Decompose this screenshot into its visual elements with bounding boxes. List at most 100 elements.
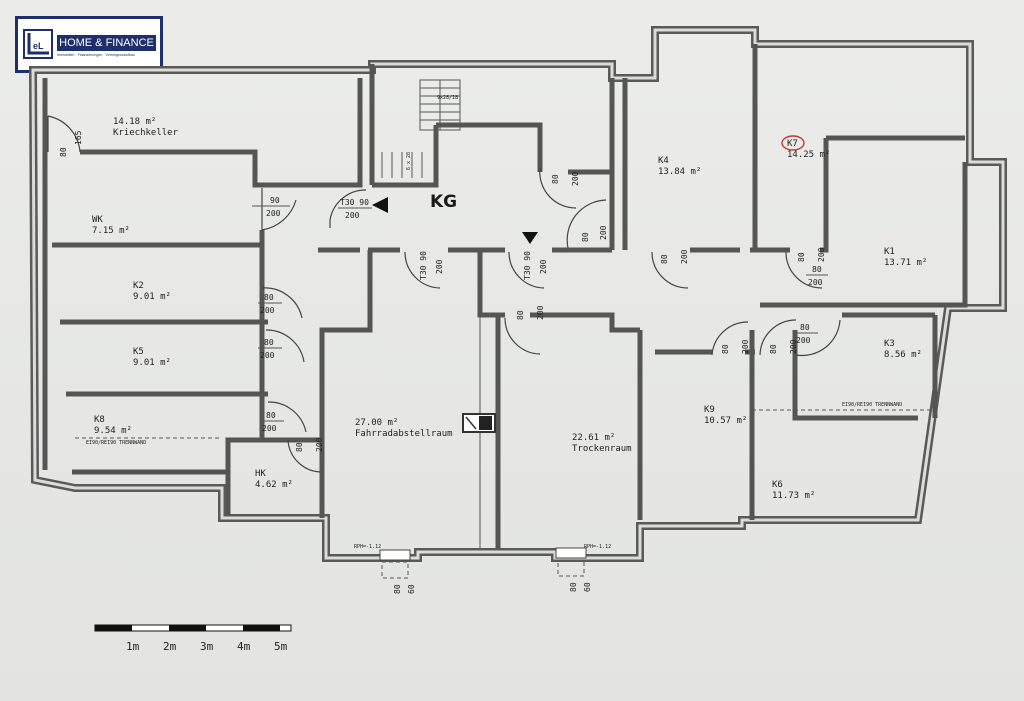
door-label-200-k6: 200 xyxy=(789,339,798,354)
door-label-200-c: 200 xyxy=(539,259,548,274)
room-name-fahrrad: Fahrradabstellraum xyxy=(355,429,453,439)
door-label-200-k7: 200 xyxy=(817,247,826,262)
room-name-wk: WK xyxy=(92,215,103,225)
door-label-80-hk: 80 xyxy=(295,442,304,452)
jel-logo-mark: eL xyxy=(23,29,53,59)
windows xyxy=(379,547,587,579)
room-area-k7: 14.25 m² xyxy=(787,150,830,160)
door-label-80-k3: 80 xyxy=(800,323,810,332)
scale-tick-2m: 2m xyxy=(163,640,177,653)
room-name-k5: K5 xyxy=(133,347,144,357)
room-name-k7: K7 xyxy=(787,139,798,149)
logo-tagline: Immobilien · Finanzierungen · Vermögensa… xyxy=(57,53,135,57)
room-area-k3: 8.56 m² xyxy=(884,350,922,360)
scale-bar: 1m 2m 3m 4m 5m xyxy=(94,624,292,653)
room-name-k9: K9 xyxy=(704,405,715,415)
room-area-hk: 4.62 m² xyxy=(255,480,293,490)
fire-wall-lines xyxy=(75,250,935,548)
door-label-200-a: 200 xyxy=(345,211,360,220)
room-area-k4: 13.84 m² xyxy=(658,167,701,177)
door-label-165: 165 xyxy=(74,130,83,145)
room-area-k8: 9.54 m² xyxy=(94,426,132,436)
door-label-t30-90-c: T30 90 xyxy=(523,251,532,280)
entrance-arrow-icon xyxy=(372,197,388,213)
door-label-80-e: 80 xyxy=(581,232,590,242)
door-label-80-tr: 80 xyxy=(516,310,525,320)
door-swings xyxy=(47,115,841,473)
room-area-trocken: 22.61 m² xyxy=(572,433,615,443)
outer-walls xyxy=(28,26,1007,562)
door-label-200-k1: 200 xyxy=(808,278,823,287)
door-label-80: 80 xyxy=(59,147,68,157)
door-label-200-e: 200 xyxy=(599,225,608,240)
door-label-200-tr: 200 xyxy=(536,305,545,320)
k7-highlight-circle xyxy=(781,135,805,151)
door-label-80-k9: 80 xyxy=(721,344,730,354)
door-label-200: 200 xyxy=(266,209,281,218)
scale-tick-1m: 1m xyxy=(126,640,140,653)
staircase xyxy=(381,79,461,178)
entrance-arrow-down-icon xyxy=(522,232,538,244)
door-label-200-k2: 200 xyxy=(260,306,275,315)
stair-small-label: 6 x 28 xyxy=(406,152,412,170)
door-label-90: 90 xyxy=(270,196,280,205)
room-name-k1: K1 xyxy=(884,247,895,257)
room-name-k6: K6 xyxy=(772,480,783,490)
window-label-80-a: 80 xyxy=(393,584,402,594)
room-area-k1: 13.71 m² xyxy=(884,258,927,268)
room-area-wk: 7.15 m² xyxy=(92,226,130,236)
logo-name: HOME & FINANCE xyxy=(57,35,156,51)
door-label-200-b: 200 xyxy=(435,259,444,274)
window-label-60-b: 60 xyxy=(583,582,592,592)
door-label-200-k3: 200 xyxy=(796,336,811,345)
scale-tick-4m: 4m xyxy=(237,640,251,653)
room-name-hk: HK xyxy=(255,469,266,479)
door-label-80-k2: 80 xyxy=(264,293,274,302)
window-level-a: RPH=-1.12 xyxy=(354,544,381,550)
interior-walls xyxy=(42,44,968,548)
door-label-200-k5: 200 xyxy=(260,351,275,360)
room-area-fahrrad: 27.00 m² xyxy=(355,418,398,428)
room-name-k4: K4 xyxy=(658,156,669,166)
scale-tick-5m: 5m xyxy=(274,640,288,653)
window-level-b: RPH=-1.12 xyxy=(584,544,611,550)
fire-wall-note-left: EI90/REI90 TRENNWAND xyxy=(86,440,146,446)
room-labels: 14.18 m² Kriechkeller WK 7.15 m² K2 9.01… xyxy=(92,117,927,501)
floor-label: KG xyxy=(430,192,457,212)
door-label-200-d: 200 xyxy=(571,171,580,186)
window-label-60-a: 60 xyxy=(407,584,416,594)
door-label-t30-90-b: T30 90 xyxy=(419,251,428,280)
door-label-200-k9: 200 xyxy=(741,339,750,354)
window-label-80-b: 80 xyxy=(569,582,578,592)
door-label-80-k8: 80 xyxy=(266,411,276,420)
room-name-kriechkeller: Kriechkeller xyxy=(113,128,179,138)
room-area-k9: 10.57 m² xyxy=(704,416,747,426)
door-dimensions: 80 165 90 200 T30 90 200 T30 90 200 T30 … xyxy=(59,95,902,594)
door-label-200-k4: 200 xyxy=(680,249,689,264)
room-name-k8: K8 xyxy=(94,415,105,425)
room-area-k6: 11.73 m² xyxy=(772,491,815,501)
room-area-k5: 9.01 m² xyxy=(133,358,171,368)
room-area-k2: 9.01 m² xyxy=(133,292,171,302)
company-logo: eL HOME & FINANCE Immobilien · Finanzier… xyxy=(15,16,163,73)
fire-wall-note-right: EI90/REI90 TRENNWAND xyxy=(842,402,902,408)
door-label-80-k5: 80 xyxy=(264,338,274,347)
door-label-t30-90-a: T30 90 xyxy=(340,198,369,207)
svg-text:eL: eL xyxy=(33,41,44,51)
room-name-k3: K3 xyxy=(884,339,895,349)
door-label-200-k8: 200 xyxy=(262,424,277,433)
door-label-80-k6: 80 xyxy=(769,344,778,354)
door-label-80-k4: 80 xyxy=(660,254,669,264)
stair-label: 9x28/18 xyxy=(437,95,458,101)
door-label-80-k1: 80 xyxy=(812,265,822,274)
scale-tick-3m: 3m xyxy=(200,640,214,653)
chimney-shaft xyxy=(462,413,496,433)
room-area-kriechkeller: 14.18 m² xyxy=(113,117,156,127)
room-name-trocken: Trockenraum xyxy=(572,444,632,454)
door-label-80-k7: 80 xyxy=(797,252,806,262)
room-name-k2: K2 xyxy=(133,281,144,291)
door-label-80-d: 80 xyxy=(551,174,560,184)
door-label-200-hk: 200 xyxy=(315,437,324,452)
